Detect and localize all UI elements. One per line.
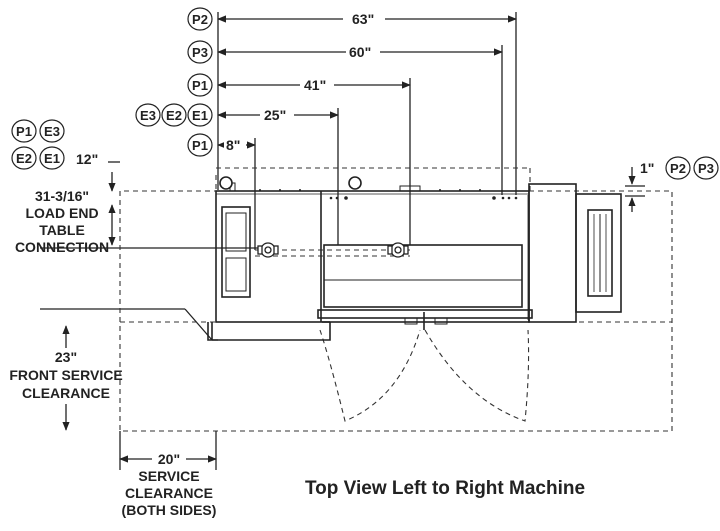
service-clearance-label: 20" SERVICE CLEARANCE (BOTH SIDES) [122,451,217,518]
lifting-eyes [219,176,362,190]
tag-p2: P2 [192,12,208,27]
diagram-title: Top View Left to Right Machine [305,478,585,499]
svg-text:CLEARANCE: CLEARANCE [22,385,110,401]
tag-p1-8: P1 [192,138,208,153]
top-dimensions [217,12,517,250]
dim-41: 41" [304,77,326,93]
connection-fittings [257,242,409,258]
tag-p3: P3 [192,45,208,60]
tag-p1: P1 [192,78,208,93]
load-end-label: 31-3/16" LOAD END TABLE CONNECTION [15,188,109,255]
tag-right-p2: P2 [670,161,686,176]
svg-text:CONNECTION: CONNECTION [15,239,109,255]
svg-text:SERVICE: SERVICE [138,468,199,484]
svg-text:20": 20" [158,451,180,467]
tag-e2: E2 [166,108,182,123]
svg-text:CLEARANCE: CLEARANCE [125,485,213,501]
dim-63: 63" [352,11,374,27]
dim-12: 12" [76,151,98,167]
machine-body [207,182,622,341]
svg-text:23": 23" [55,349,77,365]
svg-text:TABLE: TABLE [39,222,85,238]
dim-60: 60" [349,44,371,60]
dim-8: 8" [226,137,240,153]
tag-e1: E1 [192,108,208,123]
svg-text:FRONT SERVICE: FRONT SERVICE [9,367,122,383]
left-dimensions [40,161,260,431]
dim-1: 1" [640,160,654,176]
dim-25: 25" [264,107,286,123]
svg-text:LOAD END: LOAD END [25,205,98,221]
front-service-label: 23" FRONT SERVICE CLEARANCE [9,348,123,404]
tag-e3: E3 [140,108,156,123]
svg-text:31-3/16": 31-3/16" [35,188,89,204]
tag-left-e2: E2 [16,151,32,166]
tag-left-e1: E1 [44,151,60,166]
tag-left-e3: E3 [44,124,60,139]
tag-left-p1: P1 [16,124,32,139]
svg-text:(BOTH SIDES): (BOTH SIDES) [122,502,217,518]
clearance-envelope [119,167,673,432]
detail-dots [259,189,518,200]
connection-tags [11,7,719,180]
tag-right-p3: P3 [698,161,714,176]
